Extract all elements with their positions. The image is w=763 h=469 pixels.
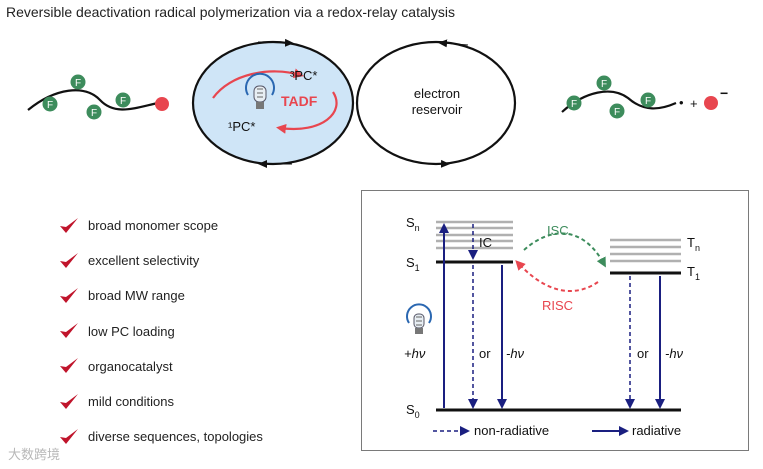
reservoir-label: electron — [414, 86, 460, 101]
svg-text:F: F — [614, 107, 620, 118]
electron-reservoir-cycle: electron reservoir — [355, 39, 517, 168]
triplet-pc-label: ³PC* — [290, 68, 317, 83]
checkmark-icon — [60, 393, 78, 409]
light-bulb-icon — [245, 72, 275, 109]
triplet-emission-label: -hν — [665, 346, 684, 361]
or-label: or — [479, 346, 491, 361]
plus-sign: + — [690, 96, 698, 111]
triplet-vibrational-levels — [610, 238, 681, 263]
s0-label: S0 — [406, 402, 420, 420]
or-label: or — [637, 346, 649, 361]
svg-text:F: F — [75, 78, 81, 89]
isc-label: ISC — [547, 223, 569, 238]
right-polymer-chain: • + − F F F F — [561, 75, 728, 119]
left-polymer-chain: F F F F — [27, 74, 169, 120]
feature-item: diverse sequences, topologies — [58, 419, 263, 454]
anion-group — [704, 96, 718, 110]
fluoro-monomer-icon: F — [115, 92, 131, 108]
feature-label: broad MW range — [88, 288, 185, 304]
svg-text:F: F — [601, 79, 607, 90]
energy-level-diagram: Sn S1 S0 Tn T1 IC ISC RISC +hν or -hν or — [404, 215, 700, 438]
feature-item: low PC loading — [58, 314, 263, 349]
singlet-emission-label: -hν — [506, 346, 525, 361]
watermark: 大数跨境 — [8, 447, 61, 462]
checkmark-icon — [60, 287, 78, 303]
risc-arrow — [515, 260, 599, 293]
feature-label: mild conditions — [88, 394, 174, 410]
feature-item: broad MW range — [58, 278, 263, 313]
feature-item: excellent selectivity — [58, 243, 263, 278]
risc-label: RISC — [542, 298, 573, 313]
fluoro-monomer-icon: F — [86, 104, 102, 120]
svg-text:F: F — [645, 96, 651, 107]
catalytic-scheme: F F F F ³PC* ¹PC* TADF — [27, 38, 728, 168]
svg-text:F: F — [47, 100, 53, 111]
radical-dot: • — [679, 95, 684, 110]
feature-item: organocatalyst — [58, 349, 263, 384]
reservoir-label: reservoir — [412, 102, 463, 117]
t1-label: T1 — [687, 264, 700, 282]
feature-label: broad monomer scope — [88, 218, 219, 234]
figure-title: Reversible deactivation radical polymeri… — [6, 4, 455, 20]
checkmark-icon — [60, 358, 78, 374]
fluoro-monomer-icon: F — [566, 95, 582, 111]
feature-item: broad monomer scope — [58, 208, 263, 243]
legend-nonradiative-label: non-radiative — [474, 423, 549, 438]
singlet-pc-label: ¹PC* — [228, 119, 255, 134]
chain-end-group — [155, 97, 169, 111]
checkmark-icon — [60, 217, 78, 233]
singlet-vibrational-levels — [436, 220, 513, 250]
feature-label: diverse sequences, topologies — [88, 429, 263, 445]
feature-list: broad monomer scope excellent selectivit… — [58, 208, 263, 454]
light-bulb-icon — [406, 303, 432, 334]
checkmark-icon — [60, 428, 78, 444]
s1-label: S1 — [406, 255, 420, 273]
isc-arrow — [523, 232, 606, 268]
feature-item: mild conditions — [58, 384, 263, 419]
feature-label: excellent selectivity — [88, 253, 200, 269]
fluoro-monomer-icon: F — [42, 96, 58, 112]
minus-sign: − — [720, 85, 728, 101]
feature-label: organocatalyst — [88, 358, 173, 374]
svg-text:F: F — [571, 99, 577, 110]
svg-text:F: F — [120, 96, 126, 107]
fluoro-monomer-icon: F — [70, 74, 86, 90]
legend-radiative-label: radiative — [632, 423, 681, 438]
tn-label: Tn — [687, 235, 700, 253]
svg-text:F: F — [91, 108, 97, 119]
fluoro-monomer-icon: F — [609, 103, 625, 119]
checkmark-icon — [60, 323, 78, 339]
fluoro-monomer-icon: F — [596, 75, 612, 91]
sn-label: Sn — [406, 215, 420, 233]
checkmark-icon — [60, 252, 78, 268]
photocatalyst-cycle: ³PC* ¹PC* TADF — [191, 38, 355, 168]
tadf-label: TADF — [281, 93, 318, 109]
jablonski-diagram: Sn S1 S0 Tn T1 IC ISC RISC +hν or -hν or — [361, 190, 749, 451]
absorption-label: +hν — [404, 346, 426, 361]
ic-label: IC — [479, 235, 492, 250]
fluoro-monomer-icon: F — [640, 92, 656, 108]
feature-label: low PC loading — [88, 323, 175, 339]
diagram-legend: non-radiative radiative — [433, 423, 681, 438]
